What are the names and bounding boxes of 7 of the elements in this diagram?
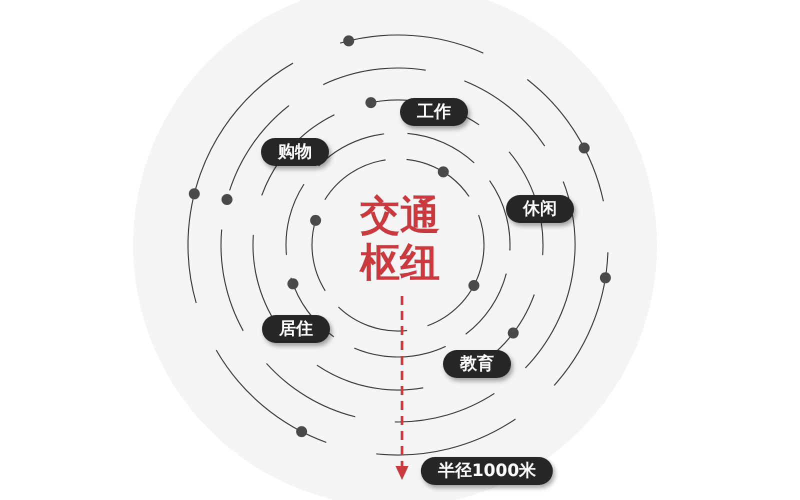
hub-title: 交通枢纽 (358, 193, 441, 287)
activity-tag: 居住 (262, 315, 330, 343)
radius-tag: 半径1000米 (420, 457, 554, 485)
activity-tag: 教育 (443, 350, 511, 378)
activity-tag: 工作 (400, 98, 468, 126)
activity-tag: 休闲 (506, 195, 574, 223)
activity-tag: 购物 (261, 138, 329, 166)
